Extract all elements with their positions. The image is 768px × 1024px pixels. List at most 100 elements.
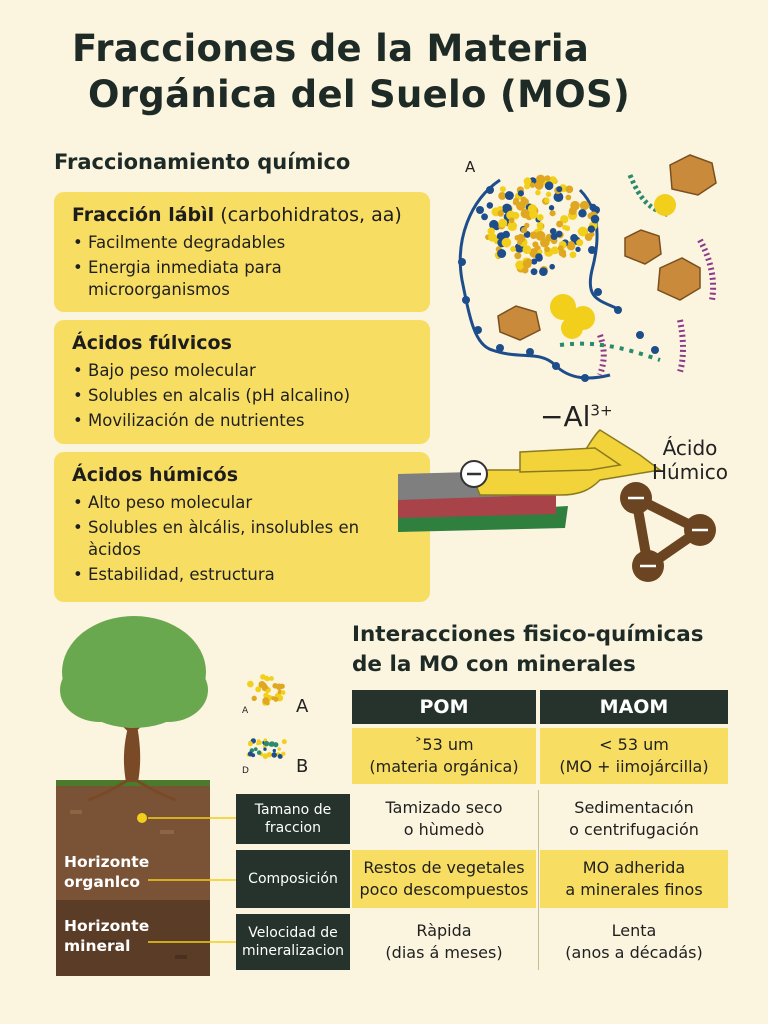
particle-dot (540, 238, 550, 248)
al-charge: 3+ (590, 401, 613, 420)
column-divider (538, 790, 539, 970)
particle-dot (486, 186, 494, 194)
list-item: Energia inmediata para microorganismos (70, 257, 414, 301)
particle-dot (458, 258, 466, 266)
particle-dot (513, 197, 520, 204)
table-cell-pom-composition: Restos de vegetales poco descompuestos (352, 850, 536, 908)
particle-dot (523, 177, 532, 186)
labile-title: Fracción lábìl (72, 204, 215, 226)
particle-dot (565, 194, 572, 201)
particle-dot (535, 189, 541, 196)
particle-dot (487, 227, 495, 235)
particle-dot (588, 246, 596, 254)
horizon-mineral-line-1: Horizonte (64, 917, 150, 935)
particle-dot (553, 192, 564, 202)
particle-dot (584, 233, 593, 241)
particle-dot (521, 226, 528, 234)
legend-a-small: A (242, 706, 249, 716)
labile-subtitle: (carbohidratos, aa) (214, 204, 402, 226)
humic-acids-card: Ácidos húmicós Alto peso molecular Solub… (54, 452, 430, 602)
table-cell-pom-fraction: Tamizado seco o hùmedò (352, 794, 536, 844)
particle-dot (269, 676, 274, 681)
row-label-line: Velocidad de (248, 925, 338, 941)
particle-dot (578, 209, 587, 218)
particle-dot (517, 239, 523, 246)
particle-dot (535, 174, 546, 184)
table-cell-maom-fraction: Sedimentacıón o centrifugación (540, 794, 728, 844)
interactions-heading: Interacciones fisico-químicas de la MO c… (352, 620, 752, 680)
particle-dot (544, 175, 551, 182)
cell-line: (MO + iimojárcilla) (559, 757, 709, 776)
particle-dot (499, 186, 506, 193)
title-line-2: Orgánica del Suelo (MOS) (88, 73, 631, 116)
particle-dot (462, 296, 470, 304)
particle-dot (537, 224, 544, 232)
particle-dot (526, 348, 534, 356)
row-label-line: mineralizacion (241, 943, 345, 959)
particle-dot (506, 210, 516, 220)
particle-dot (510, 246, 516, 252)
particle-dot (549, 263, 555, 270)
cell-line: a minerales finos (565, 880, 703, 899)
cell-line: Lenta (611, 921, 657, 940)
cell-line: Sedimentacıón (574, 798, 694, 817)
particle-dot (529, 231, 538, 240)
table-cell-pom-size: ˃53 um (materia orgánica) (352, 728, 536, 784)
particle-dot (474, 326, 482, 334)
row-label-composition: Composición (236, 850, 350, 908)
particle-dot (581, 374, 589, 382)
cell-line: poco descompuestos (359, 880, 529, 899)
particle-dot (262, 753, 269, 759)
particle-dot (269, 741, 275, 747)
particle-dot (497, 249, 507, 259)
particle-dot (569, 251, 577, 259)
particle-dot (277, 747, 281, 751)
column-header-maom: MAOM (540, 690, 728, 724)
particle-dot (281, 739, 287, 745)
particle-dot (520, 208, 531, 219)
particle-dot (280, 690, 286, 695)
particle-dot (567, 241, 575, 249)
row-label-fraction-size: Tamano de fraccion (236, 794, 350, 844)
particle-dot (521, 266, 529, 274)
particle-dot (594, 288, 602, 296)
cell-line: Tamizado seco (385, 798, 503, 817)
particle-dot (522, 198, 529, 206)
mineral-humic-bridge-illustration (398, 429, 716, 582)
particle-dot (253, 747, 258, 752)
particle-dot (575, 246, 581, 253)
interactions-heading-line-2: de la MO con minerales (352, 652, 636, 677)
particle-dot (271, 696, 276, 701)
particle-dot (544, 246, 550, 253)
particle-dot (556, 220, 564, 228)
particle-dot (552, 362, 560, 370)
particle-dot (577, 226, 588, 237)
cell-line: (dias á meses) (385, 943, 503, 962)
particle-dot (579, 200, 590, 211)
row-label-line: Tamano de (254, 802, 332, 818)
particle-dot (263, 675, 269, 681)
particle-dot (522, 245, 532, 255)
table-cell-maom-size: < 53 um (MO + iimojárcilla) (540, 728, 728, 784)
particle-dot (560, 215, 569, 224)
particle-dot (251, 695, 257, 702)
particle-dot (514, 252, 522, 260)
particle-dot (550, 233, 558, 241)
particle-dot (535, 253, 543, 261)
soil-profile-illustration (56, 616, 236, 976)
cell-line: o hùmedò (403, 820, 485, 839)
list-item: Facilmente degradables (70, 232, 414, 254)
particle-dot (587, 225, 596, 233)
particle-dot (258, 680, 266, 688)
fulvic-acids-card: Ácidos fúlvicos Bajo peso molecular Solu… (54, 320, 430, 444)
legend-b-label: B (296, 756, 309, 777)
list-item: Bajo peso molecular (70, 360, 414, 382)
particle-dot (476, 206, 484, 214)
particle-dot (517, 190, 525, 197)
horizon-organic-line-1: Horizonte (64, 853, 150, 871)
particle-dot (590, 214, 600, 224)
particle-dot (529, 210, 538, 219)
humic-title: Ácidos húmicós (72, 464, 239, 486)
particle-dot (589, 203, 597, 211)
particle-dot (271, 752, 277, 758)
